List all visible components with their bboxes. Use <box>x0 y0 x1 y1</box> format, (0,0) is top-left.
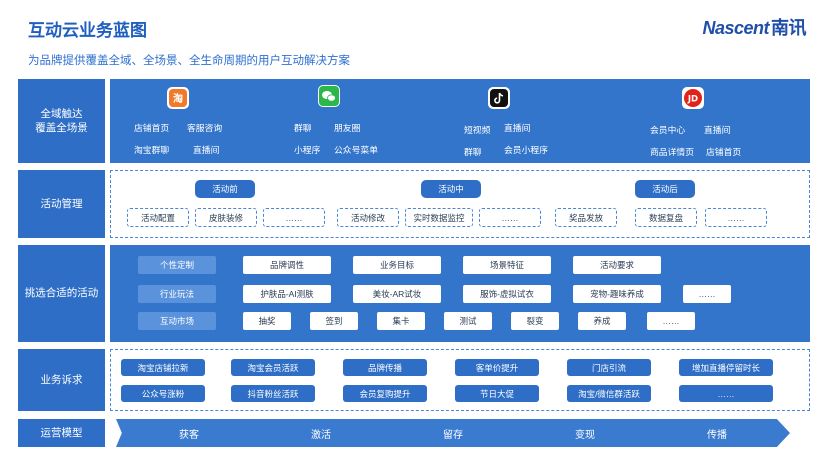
demand-panel: 淘宝店铺拉新 淘宝会员活跃 品牌传播 客单价提升 门店引流 增加直播停留时长 公… <box>110 349 810 411</box>
touch-item: 会员小程序 <box>504 145 548 155</box>
demand-item[interactable]: 客单价提升 <box>455 359 539 376</box>
row-label-choose: 挑选合适的活动 <box>18 245 105 342</box>
choose-category[interactable]: 互动市场 <box>138 312 216 330</box>
phase-after[interactable]: 活动后 <box>635 180 695 198</box>
demand-item[interactable]: 淘宝店铺拉新 <box>121 359 205 376</box>
choose-option[interactable]: 美妆-AR试妆 <box>353 285 441 303</box>
touch-item: 小程序 <box>294 145 321 155</box>
activity-item[interactable]: 奖品发放 <box>555 208 617 227</box>
choose-option[interactable]: 集卡 <box>377 312 425 330</box>
choose-option[interactable]: 服饰-虚拟试衣 <box>463 285 551 303</box>
touch-item: 淘宝群聊 <box>134 145 170 155</box>
activity-item[interactable]: …… <box>705 208 767 227</box>
touch-item: 群聊 <box>294 123 312 133</box>
choose-option[interactable]: 护肤品-AI测肤 <box>243 285 331 303</box>
douyin-icon <box>488 87 510 109</box>
row-label-activity: 活动管理 <box>18 170 105 238</box>
logo-cn: 南讯 <box>771 18 807 38</box>
choose-category[interactable]: 行业玩法 <box>138 285 216 303</box>
touch-panel: 淘 店铺首页 客服咨询 淘宝群聊 直播间 群聊 朋友圈 小程序 公众号菜单 短视… <box>110 79 810 163</box>
touch-item: 短视频 <box>464 125 491 135</box>
choose-option[interactable]: 测试 <box>444 312 492 330</box>
touch-item: 直播间 <box>193 145 220 155</box>
page-title: 互动云业务蓝图 <box>28 21 147 40</box>
touch-item: 直播间 <box>704 125 731 135</box>
choose-option[interactable]: 养成 <box>578 312 626 330</box>
touch-item: 公众号菜单 <box>334 145 378 155</box>
demand-item[interactable]: 淘宝/微信群活跃 <box>567 385 651 402</box>
choose-option[interactable]: …… <box>647 312 695 330</box>
choose-option[interactable]: 活动要求 <box>573 256 661 274</box>
activity-item[interactable]: 实时数据监控 <box>405 208 473 227</box>
choose-option[interactable]: 裂变 <box>511 312 559 330</box>
activity-panel: 活动前 活动中 活动后 活动配置 皮肤装修 …… 活动修改 实时数据监控 …… … <box>110 170 810 238</box>
demand-item[interactable]: 公众号涨粉 <box>121 385 205 402</box>
touch-item: 客服咨询 <box>187 123 223 133</box>
row-label-touch-line1: 全域触达 <box>40 107 83 120</box>
activity-item[interactable]: 皮肤装修 <box>195 208 257 227</box>
demand-item[interactable]: 品牌传播 <box>343 359 427 376</box>
choose-option[interactable]: …… <box>683 285 731 303</box>
demand-item[interactable]: 会员复购提升 <box>343 385 427 402</box>
activity-item[interactable]: …… <box>479 208 541 227</box>
touch-item: 朋友圈 <box>334 123 361 133</box>
choose-option[interactable]: 业务目标 <box>353 256 441 274</box>
touch-item: 直播间 <box>504 123 531 133</box>
choose-panel: 个性定制 行业玩法 互动市场 品牌调性 业务目标 场景特征 活动要求 护肤品-A… <box>110 245 810 342</box>
demand-item[interactable]: 增加直播停留时长 <box>679 359 773 376</box>
phase-before[interactable]: 活动前 <box>195 180 255 198</box>
activity-item[interactable]: 活动配置 <box>127 208 189 227</box>
activity-item[interactable]: 活动修改 <box>337 208 399 227</box>
jd-icon-text: JD <box>687 95 698 105</box>
choose-option[interactable]: 品牌调性 <box>243 256 331 274</box>
taobao-icon: 淘 <box>167 87 189 109</box>
jd-icon: JD <box>682 87 704 109</box>
row-label-demand: 业务诉求 <box>18 349 105 411</box>
choose-option[interactable]: 签到 <box>310 312 358 330</box>
wechat-icon <box>318 85 340 107</box>
phase-during[interactable]: 活动中 <box>421 180 481 198</box>
svg-text:淘: 淘 <box>173 92 183 105</box>
model-step: 传播 <box>644 419 790 447</box>
demand-item[interactable]: …… <box>679 385 773 402</box>
choose-category[interactable]: 个性定制 <box>138 256 216 274</box>
demand-item[interactable]: 门店引流 <box>567 359 651 376</box>
row-label-model: 运营模型 <box>18 419 105 447</box>
model-step: 变现 <box>512 419 658 447</box>
touch-item: 店铺首页 <box>134 123 170 133</box>
activity-item[interactable]: 数据复盘 <box>635 208 697 227</box>
row-label-touch-line2: 覆盖全场景 <box>35 122 88 134</box>
choose-option[interactable]: 抽奖 <box>243 312 291 330</box>
row-label-touch: 全域触达 覆盖全场景 <box>18 79 105 163</box>
touch-item: 商品详情页 <box>650 147 694 157</box>
choose-option[interactable]: 宠物-趣味养成 <box>573 285 661 303</box>
touch-item: 会员中心 <box>650 125 686 135</box>
model-step: 留存 <box>380 419 526 447</box>
page-subtitle: 为品牌提供覆盖全域、全场景、全生命周期的用户互动解决方案 <box>28 55 350 67</box>
demand-item[interactable]: 淘宝会员活跃 <box>231 359 315 376</box>
logo-en: Nascent <box>702 18 769 38</box>
demand-item[interactable]: 节日大促 <box>455 385 539 402</box>
demand-item[interactable]: 抖音粉丝活跃 <box>231 385 315 402</box>
model-step: 激活 <box>248 419 394 447</box>
touch-item: 群聊 <box>464 147 482 157</box>
activity-item[interactable]: …… <box>263 208 325 227</box>
touch-item: 店铺首页 <box>706 147 742 157</box>
choose-option[interactable]: 场景特征 <box>463 256 551 274</box>
model-step: 获客 <box>116 419 262 447</box>
